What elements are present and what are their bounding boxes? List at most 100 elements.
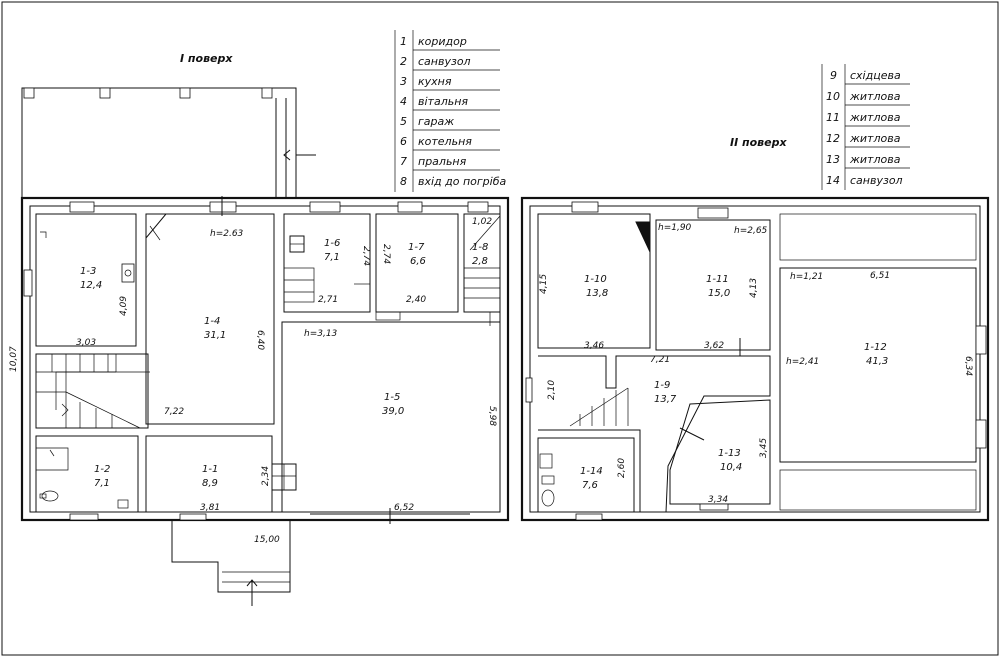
room-id: 1-6	[324, 238, 340, 249]
legend-num: 6	[400, 135, 407, 148]
room-id: 1-4	[204, 316, 220, 327]
first-floor-plan	[20, 87, 510, 606]
room-id: 1-13	[718, 448, 741, 459]
dimension-label: 4,15	[539, 274, 549, 294]
dimension-label: 2,10	[547, 380, 557, 400]
room-area: 8,9	[202, 478, 218, 489]
dimension-label: 5,98	[487, 406, 497, 426]
room-1-10-outline	[537, 213, 651, 349]
room-id: 1-3	[80, 266, 96, 277]
room-area: 39,0	[382, 406, 404, 417]
dimension-label: 2,74	[361, 246, 371, 266]
legend-num: 3	[400, 75, 407, 88]
legend-num: 8	[400, 175, 407, 188]
dimension-label: 6,40	[255, 330, 265, 350]
room-1-2-outline	[35, 435, 139, 513]
legend-name: східцева	[850, 69, 901, 82]
room-1-7-outline	[375, 213, 459, 313]
room-1-8-outline	[463, 213, 501, 313]
legend-num: 5	[400, 115, 407, 128]
legend-name: житлова	[849, 153, 901, 166]
legend-num: 10	[826, 90, 840, 103]
dimension-label: 6,51	[870, 271, 890, 281]
legend-name: вхід до погріба	[418, 175, 507, 188]
legend-name: пральня	[418, 155, 467, 168]
room-id: 1-12	[864, 342, 887, 353]
legend-table-1: 1 коридор 2 санвузол 3 кухня 4 вітальня …	[394, 30, 507, 192]
legend-name: санвузол	[850, 174, 903, 187]
height-labels: h=2.63 h=3,13 h=1,90 h=2,65 h=1,21 h=2,4…	[210, 223, 823, 367]
room-area: 31,1	[204, 330, 226, 341]
room-1-9-outline	[538, 355, 771, 513]
dimension-label: 3,45	[759, 438, 769, 458]
room-area: 15,0	[708, 288, 730, 299]
legend-name: коридор	[418, 35, 467, 48]
legend-name: кухня	[418, 75, 452, 88]
room-id: 1-11	[706, 274, 729, 285]
dimension-label: 2,40	[406, 295, 426, 305]
room-1-11-outline	[655, 219, 771, 351]
second-floor-plan	[520, 196, 990, 522]
legend-num: 11	[826, 111, 840, 124]
dimension-overall-height: 10,07	[9, 346, 19, 372]
room-id: 1-8	[472, 242, 488, 253]
room-id: 1-7	[408, 242, 425, 253]
room-1-3-outline	[35, 213, 137, 347]
height-label: h=2,41	[786, 357, 819, 367]
dimension-label: 3,81	[200, 503, 220, 513]
room-area: 6,6	[410, 256, 426, 267]
dimension-label: 3,62	[704, 341, 724, 351]
legend-name: санвузол	[418, 55, 471, 68]
height-label: h=3,13	[304, 329, 338, 339]
legend-name: житлова	[849, 111, 901, 124]
legend-name: вітальня	[418, 95, 468, 108]
legend-num: 2	[400, 55, 407, 68]
room-area: 13,7	[654, 394, 677, 405]
room-area: 7,1	[94, 478, 110, 489]
dimension-label: 4,09	[119, 296, 129, 316]
dimension-label: 2,74	[381, 244, 391, 264]
dimension-labels: 10,07 15,00 3,03 4,09 7,22 6,40 2,71 2,7…	[9, 217, 973, 545]
dimension-label: 3,46	[584, 341, 604, 351]
dimension-label: 1,02	[472, 217, 492, 227]
room-id: 1-9	[654, 380, 670, 391]
room-area: 12,4	[80, 280, 102, 291]
dimension-label: 6,34	[963, 356, 973, 376]
legend-name: житлова	[849, 132, 901, 145]
height-label: h=2.63	[210, 229, 244, 239]
room-id: 1-10	[584, 274, 607, 285]
legend-num: 14	[826, 174, 840, 187]
legend-num: 7	[400, 155, 407, 168]
room-area: 7,1	[324, 252, 340, 263]
dimension-label: 3,34	[708, 495, 728, 505]
room-id: 1-14	[580, 466, 603, 477]
dimension-label: 2,60	[617, 458, 627, 478]
dimension-label: 2,34	[261, 466, 271, 486]
height-label: h=1,90	[658, 223, 692, 233]
legend-name: котельня	[418, 135, 472, 148]
dimension-label: 3,03	[76, 338, 96, 348]
legend-num: 1	[400, 35, 407, 48]
dimension-overall-width: 15,00	[254, 535, 280, 545]
room-1-5-outline	[281, 321, 501, 513]
room-area: 41,3	[866, 356, 888, 367]
room-area: 13,8	[586, 288, 608, 299]
dimension-label: 6,52	[394, 503, 414, 513]
first-floor-title: I поверх	[180, 52, 233, 65]
room-id: 1-5	[384, 392, 400, 403]
legend-num: 4	[400, 95, 407, 108]
dimension-label: 7,22	[164, 407, 184, 417]
legend-num: 12	[826, 132, 840, 145]
legend-num: 13	[826, 153, 840, 166]
room-1-12-outline	[779, 267, 977, 463]
dimension-label: 2,71	[318, 295, 338, 305]
room-1-14-outline	[537, 437, 635, 513]
legend-table-2: 9 східцева 10 житлова 11 житлова 12 житл…	[821, 64, 910, 190]
dimension-label: 4,13	[749, 278, 759, 298]
room-1-4-outline	[145, 213, 275, 425]
room-area: 7,6	[582, 480, 598, 491]
dimension-label: 7,21	[650, 355, 670, 365]
